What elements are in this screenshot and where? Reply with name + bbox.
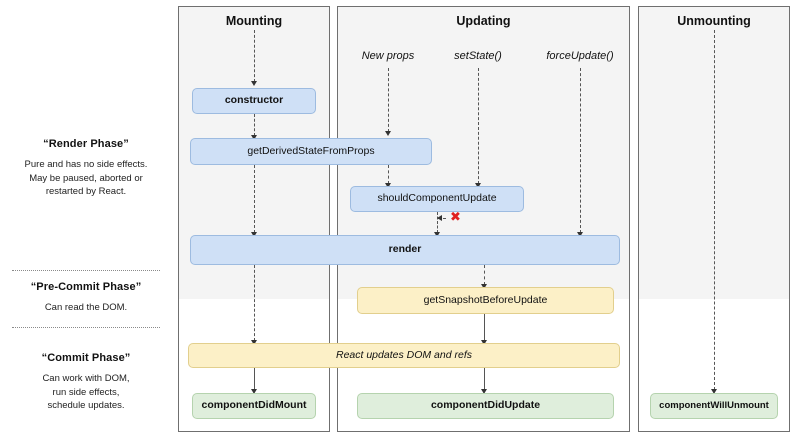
skip-render-x-icon: ✖ bbox=[450, 210, 461, 225]
flow-render-to-domupdate-mount bbox=[254, 265, 255, 341]
arrowhead-forceupdate-to-render bbox=[577, 232, 583, 237]
phase-block-render: “Render Phase” Pure and has no side effe… bbox=[0, 138, 172, 199]
arrowhead-to-constructor bbox=[251, 81, 257, 86]
flow-setstate-to-scu bbox=[478, 68, 479, 184]
flow-gdsfp-to-render-mount bbox=[254, 165, 255, 233]
arrowhead-to-scu bbox=[385, 183, 391, 188]
arrowhead-to-gsbu bbox=[481, 284, 487, 289]
phase-block-commit: “Commit Phase” Can work with DOM, run si… bbox=[0, 352, 172, 413]
flow-domupdate-to-cdu bbox=[484, 368, 485, 390]
box-component-will-unmount[interactable]: componentWillUnmount bbox=[650, 393, 778, 419]
flow-domupdate-to-cdm bbox=[254, 368, 255, 390]
flow-unmounting-entry bbox=[714, 30, 715, 390]
arrowhead-to-cwu bbox=[711, 389, 717, 394]
box-should-component-update[interactable]: shouldComponentUpdate bbox=[350, 186, 524, 212]
phase-block-pre-commit: “Pre-Commit Phase” Can read the DOM. bbox=[0, 281, 172, 315]
arrowhead-gsbu-to-domupdate bbox=[481, 340, 487, 345]
phase-title-render: “Render Phase” bbox=[43, 138, 129, 150]
flow-constructor-to-gdsfp bbox=[254, 114, 255, 136]
arrowhead-to-gdsfp-mount bbox=[251, 135, 257, 140]
phase-separator-bottom bbox=[12, 327, 160, 328]
flow-mounting-entry bbox=[254, 30, 255, 82]
trigger-new-props: New props bbox=[361, 50, 415, 62]
phase-title-pre-commit: “Pre-Commit Phase” bbox=[30, 281, 142, 293]
flow-gdsfp-to-scu bbox=[388, 165, 389, 184]
flow-forceupdate-to-render bbox=[580, 68, 581, 233]
box-react-updates-dom-and-refs: React updates DOM and refs bbox=[188, 343, 620, 368]
arrowhead-to-cdu bbox=[481, 389, 487, 394]
column-title-unmounting: Unmounting bbox=[677, 14, 751, 28]
phase-desc-pre-commit: Can read the DOM. bbox=[44, 302, 128, 313]
box-component-did-mount[interactable]: componentDidMount bbox=[192, 393, 316, 419]
arrowhead-scu-skip bbox=[437, 214, 442, 221]
flow-render-to-gsbu bbox=[484, 265, 485, 285]
arrowhead-newprops-to-gdsfp bbox=[385, 131, 391, 136]
box-constructor[interactable]: constructor bbox=[192, 88, 316, 114]
arrowhead-setstate-to-scu bbox=[475, 183, 481, 188]
arrowhead-to-domupdate-mount bbox=[251, 340, 257, 345]
flow-scu-to-render bbox=[437, 212, 438, 233]
arrowhead-to-cdm bbox=[251, 389, 257, 394]
box-component-did-update[interactable]: componentDidUpdate bbox=[357, 393, 614, 419]
phase-label-column: “Render Phase” Pure and has no side effe… bbox=[0, 0, 172, 438]
box-render[interactable]: render bbox=[190, 235, 620, 265]
column-title-mounting: Mounting bbox=[225, 14, 283, 28]
box-get-derived-state-from-props[interactable]: getDerivedStateFromProps bbox=[190, 138, 432, 165]
arrowhead-to-render-mount bbox=[251, 232, 257, 237]
phase-desc-render: Pure and has no side effects. May be pau… bbox=[24, 159, 148, 197]
flow-newprops-to-gdsfp bbox=[388, 68, 389, 132]
arrowhead-scu-to-render bbox=[434, 232, 440, 237]
phase-title-commit: “Commit Phase” bbox=[41, 352, 131, 364]
phase-separator-top bbox=[12, 270, 160, 271]
column-title-updating: Updating bbox=[456, 14, 511, 28]
flow-gsbu-to-domupdate bbox=[484, 314, 485, 341]
trigger-force-update: forceUpdate() bbox=[546, 50, 614, 62]
trigger-set-state: setState() bbox=[454, 50, 502, 62]
phase-desc-commit: Can work with DOM, run side effects, sch… bbox=[42, 373, 130, 411]
box-get-snapshot-before-update[interactable]: getSnapshotBeforeUpdate bbox=[357, 287, 614, 314]
